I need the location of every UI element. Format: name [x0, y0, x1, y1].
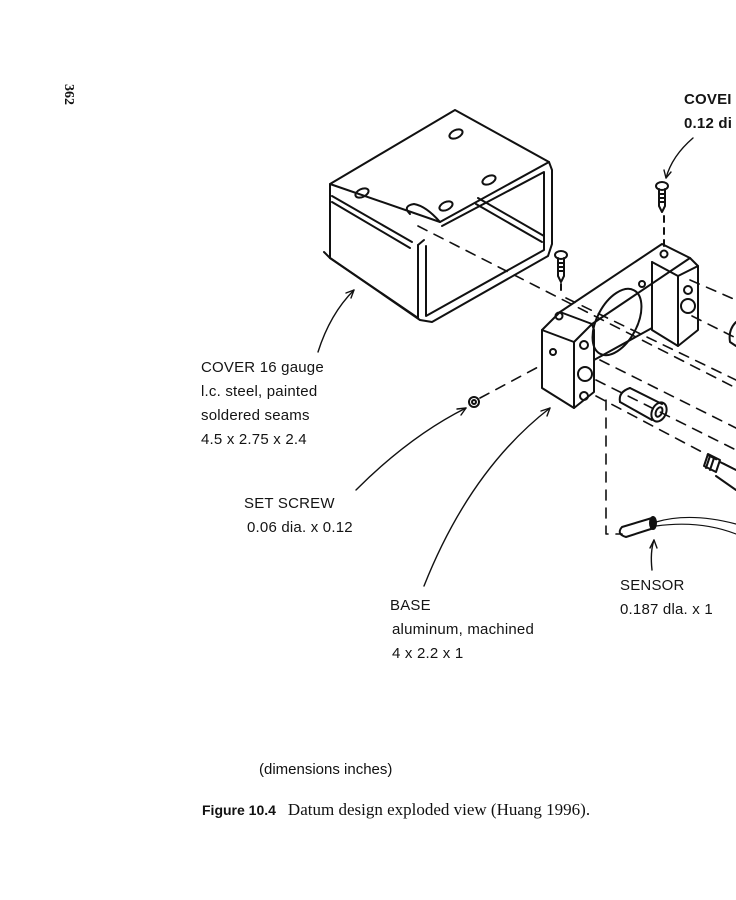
callout-line: BASE — [390, 597, 431, 614]
callout-set-screw: SET SCREW 0.06 dia. x 0.12 — [244, 492, 353, 540]
spacer-cylinder — [618, 387, 668, 423]
leader-cover — [317, 289, 355, 353]
leader-lines — [317, 137, 694, 587]
cover-screw-right — [655, 181, 669, 249]
cover-hole — [448, 128, 464, 140]
callout-sensor: SENSOR 0.187 dla. x 1 — [620, 574, 713, 622]
callout-cover-screw: COVEI 0.12 di — [684, 88, 732, 136]
leader-base — [423, 407, 551, 587]
callout-line: COVER 16 gauge — [201, 359, 324, 376]
callout-line: aluminum, machined — [392, 621, 534, 638]
units-note: (dimensions inches) — [259, 761, 393, 778]
cover-screw-left — [554, 250, 568, 297]
connector-part — [703, 453, 736, 491]
base-part — [541, 243, 699, 409]
callout-line: SENSOR — [620, 577, 685, 594]
cover-hole — [438, 200, 454, 212]
cover-side-face — [329, 183, 419, 319]
callout-base: BASE aluminum, machined 4 x 2.2 x 1 — [390, 594, 534, 666]
figure-caption: Figure 10.4 Datum design exploded view (H… — [202, 800, 590, 820]
callout-line: 4 x 2.2 x 1 — [392, 645, 464, 662]
callout-line: 0.12 di — [684, 115, 733, 132]
callout-line: l.c. steel, painted — [201, 383, 318, 400]
sensor-part — [618, 516, 736, 538]
cover-hole — [481, 174, 497, 186]
callout-line: COVEI — [684, 91, 732, 108]
assembly-lines — [417, 225, 736, 535]
cover-hole — [354, 187, 370, 199]
right-cylinder-edge — [728, 321, 736, 347]
callout-line: soldered seams — [201, 407, 310, 424]
figure-number: Figure 10.4 — [202, 802, 276, 818]
cover-part — [323, 109, 553, 323]
base-hole — [554, 311, 564, 321]
callout-line: SET SCREW — [244, 495, 335, 512]
callout-line: 0.187 dla. x 1 — [620, 601, 713, 618]
callout-line: 4.5 x 2.75 x 2.4 — [201, 431, 307, 448]
leader-set-screw — [355, 407, 467, 491]
callout-cover: COVER 16 gauge l.c. steel, painted solde… — [201, 356, 324, 452]
leader-cover-screw — [665, 137, 694, 179]
set-screw-part — [468, 396, 480, 408]
base-hole — [659, 249, 669, 259]
callout-line: 0.06 dia. x 0.12 — [247, 519, 353, 536]
figure-caption-text: Datum design exploded view (Huang 1996). — [287, 800, 591, 819]
